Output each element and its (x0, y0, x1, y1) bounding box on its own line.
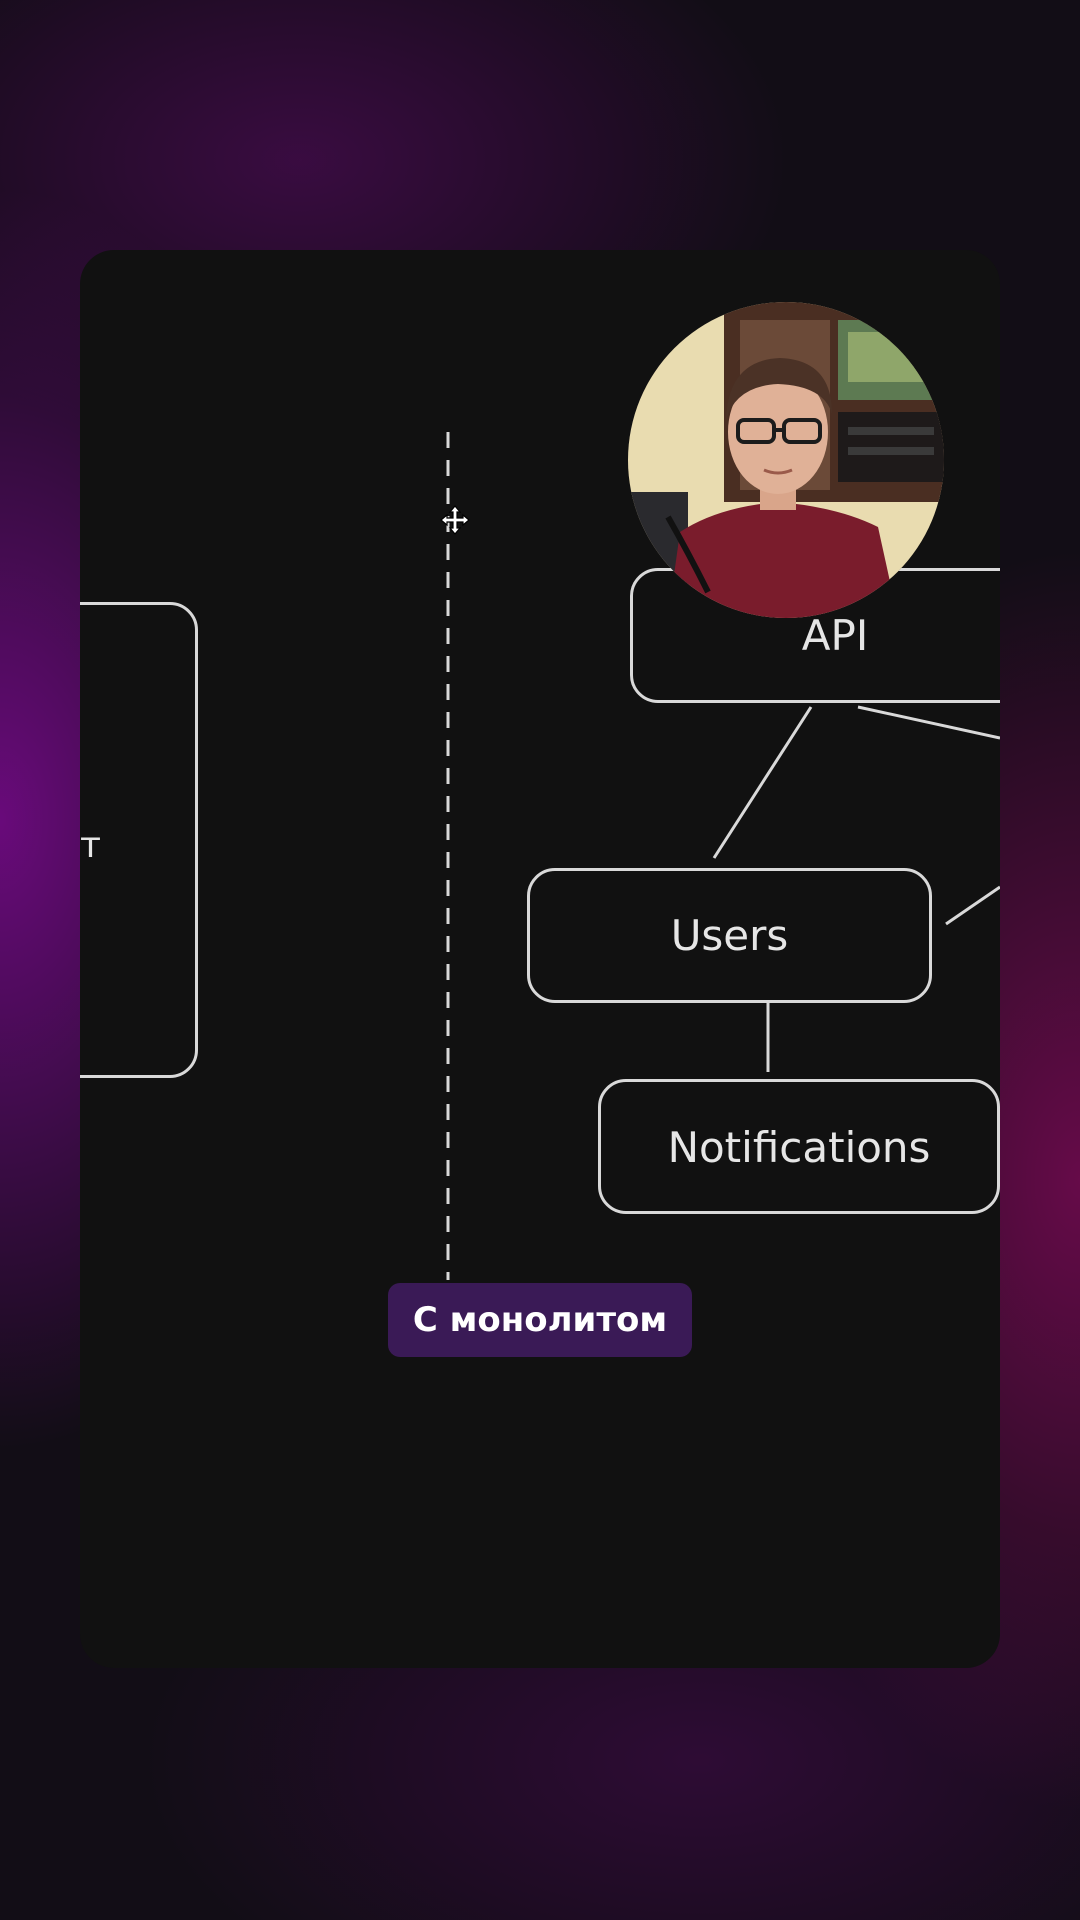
diagram-connectors (446, 432, 1000, 1280)
move-cursor-icon (440, 505, 470, 535)
node-left-partial-label: т (80, 825, 101, 866)
presenter-image (628, 302, 944, 618)
node-left-partial (80, 602, 198, 1078)
subtitle-caption: С монолитом (388, 1283, 692, 1357)
node-users (527, 868, 932, 1003)
edge-users-right (945, 885, 1000, 926)
edge-api-right (857, 705, 1000, 740)
node-api-label: API (801, 611, 869, 660)
presenter-webcam (628, 302, 944, 618)
node-notifications-label: Notifications (667, 1123, 931, 1172)
diagram-canvas: т API Users Notifications (80, 250, 1000, 1668)
edge-api-users (712, 706, 813, 859)
node-users-label: Users (670, 911, 789, 960)
node-notifications (598, 1079, 1000, 1214)
